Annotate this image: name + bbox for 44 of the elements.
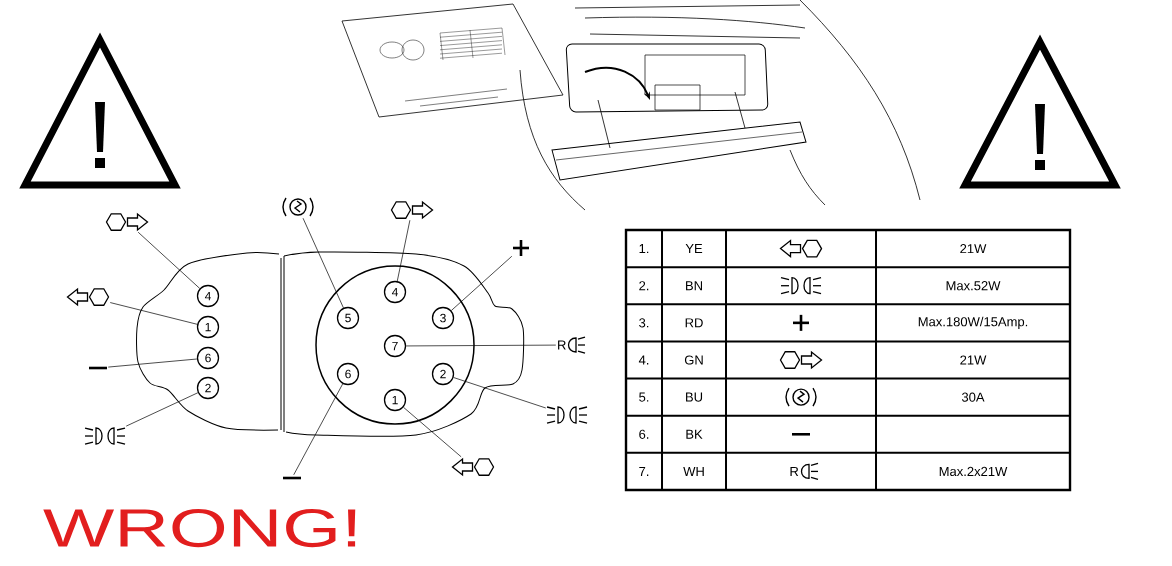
minus-icon (283, 476, 301, 480)
leader-line (403, 406, 462, 458)
table-entry: BU (686, 392, 703, 402)
table-entry: 3. (639, 318, 649, 328)
table-entry: 5. (639, 392, 649, 402)
leader-line (302, 217, 344, 309)
table-entry: R (790, 466, 799, 476)
table-entry: 21W (960, 244, 987, 254)
leader-line (450, 255, 513, 311)
table-entry: 6. (639, 429, 649, 439)
table-entry: Max.180W/15Amp. (918, 316, 1028, 329)
leader-line (109, 302, 198, 325)
table-entry: 1. (639, 244, 649, 254)
table-entry: 7. (639, 466, 649, 476)
brake-icon (282, 197, 314, 217)
leader-line (396, 219, 411, 282)
table-entry: RD (685, 318, 703, 328)
leader-line (453, 377, 547, 409)
handwritten-note: WRONG! (43, 508, 356, 548)
plus-icon (513, 240, 529, 256)
table-entry: Max.52W (946, 281, 1001, 291)
table-entry: 30A (961, 392, 985, 402)
table-entry: BN (686, 281, 702, 291)
headlamp-icon (84, 427, 126, 445)
table-entry: GN (684, 355, 703, 365)
leader-line (125, 392, 199, 427)
turn-signal-icon (105, 212, 149, 232)
leader-line (107, 358, 198, 368)
table-entry: BK (686, 429, 703, 439)
table-entry: 4. (638, 355, 649, 365)
headlamp-icon (546, 406, 588, 424)
leader-line (405, 344, 557, 347)
leader-line (137, 231, 201, 289)
table-entry: Max.2x21W (939, 466, 1008, 476)
table-entry: 21W (960, 355, 987, 365)
rear-lamp-label: R (558, 336, 586, 354)
leader-line (293, 383, 344, 476)
turn-signal-icon (451, 457, 495, 477)
minus-icon (89, 366, 107, 370)
table-entry: 2. (639, 281, 649, 291)
table-entry: YE (685, 244, 703, 254)
table-entry: WH (683, 466, 704, 476)
turn-signal-icon (390, 200, 434, 220)
turn-signal-icon (66, 287, 110, 307)
